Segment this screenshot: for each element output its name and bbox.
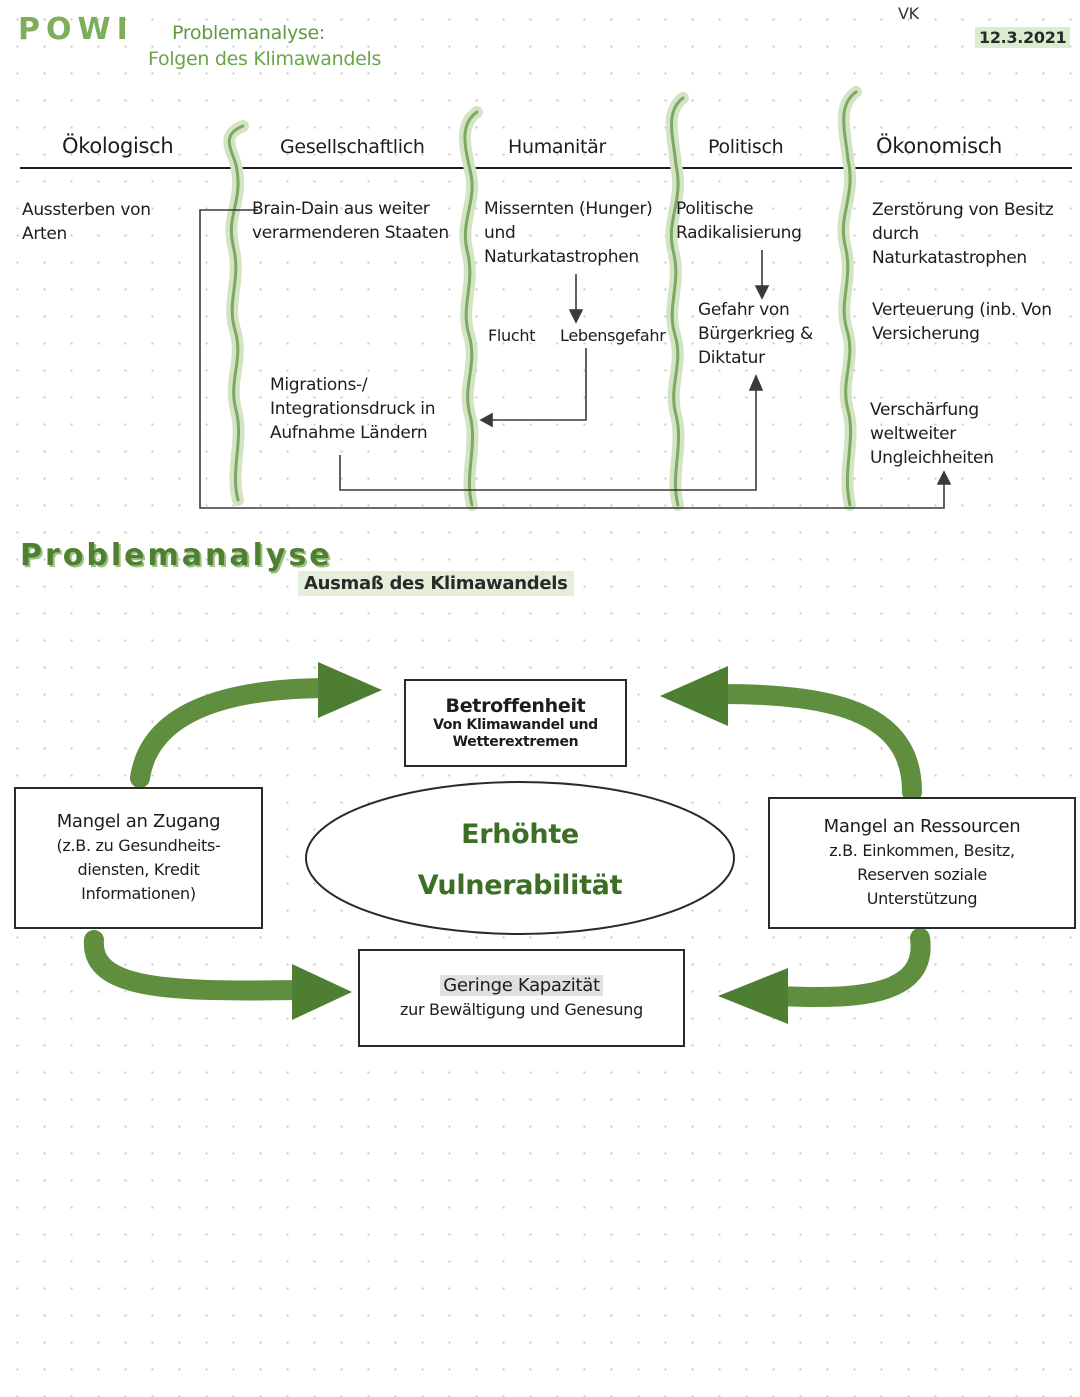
column-heading-oekologisch: Ökologisch: [62, 134, 174, 158]
box-mangel-ressourcen: Mangel an Ressourcen z.B. Einkommen, Bes…: [768, 797, 1076, 929]
cell-ungleichheiten: Verschärfung weltweiter Ungleichheiten: [870, 400, 994, 468]
center-label: Erhöhte Vulnerabilität: [306, 790, 734, 930]
center-ellipse: [305, 781, 735, 935]
box-mangel-zugang: Mangel an Zugang (z.B. zu Gesundheits- d…: [14, 787, 263, 929]
cycle-arrow-top-right: [712, 684, 922, 802]
cell-lebensgefahr: Lebensgefahr: [560, 326, 666, 345]
cell-flucht: Flucht: [488, 326, 536, 345]
date-label: 12.3.2021: [975, 27, 1071, 48]
center-word-2: Vulnerabilität: [417, 870, 623, 901]
subject-logo: POWI: [18, 12, 134, 47]
cell-missernten: Missernten (Hunger) und Naturkatastrophe…: [484, 199, 653, 267]
cell-migrationsdruck: Migrations-/ Integrationsdruck in Aufnah…: [270, 375, 436, 443]
cell-aussterben: Aussterben von Arten: [22, 200, 151, 244]
column-heading-politisch: Politisch: [708, 136, 784, 158]
arrow-flucht-migration: [490, 348, 587, 421]
cell-verteuerung: Verteuerung (inb. Von Versicherung: [872, 300, 1052, 344]
connector-aussterben: [199, 209, 945, 509]
column-heading-gesellschaftlich: Gesellschaftlich: [280, 136, 425, 158]
cycle-arrow-bottom-left: [83, 930, 310, 1001]
section-title: Problemanalyse: [20, 538, 333, 573]
cycle-arrow-top-left: [130, 678, 340, 788]
box-mangel-zugang-title: Mangel an Zugang: [56, 811, 221, 832]
column-heading-humanitaer: Humanitär: [508, 136, 607, 158]
section-subtitle: Ausmaß des Klimawandels: [298, 571, 574, 596]
box-geringe-kapazitaet-text: zur Bewältigung und Genesung: [400, 1000, 643, 1019]
box-geringe-kapazitaet: Geringe Kapazität zur Bewältigung und Ge…: [358, 949, 685, 1047]
cell-brain-drain: Brain-Dain aus weiter verarmenderen Staa…: [252, 199, 449, 243]
box-mangel-ressourcen-title: Mangel an Ressourcen: [823, 816, 1021, 837]
page-subtitle: Folgen des Klimawandels: [148, 48, 382, 70]
center-word-1: Erhöhte: [461, 819, 579, 850]
box-betroffenheit-title: Betroffenheit: [445, 695, 586, 717]
box-betroffenheit: Betroffenheit Von Klimawandel und Wetter…: [404, 679, 627, 767]
box-mangel-ressourcen-text: z.B. Einkommen, Besitz, Reserven soziale…: [829, 841, 1015, 908]
author-initials: VK: [898, 4, 919, 23]
box-mangel-zugang-text: (z.B. zu Gesundheits- diensten, Kredit I…: [56, 836, 221, 903]
box-geringe-kapazitaet-title: Geringe Kapazität: [440, 974, 603, 998]
box-betroffenheit-text: Von Klimawandel und Wetterextremen: [433, 717, 598, 750]
page-title: Problemanalyse:: [172, 22, 326, 44]
arrow-migration-diktatur: [339, 388, 757, 491]
column-heading-oekonomisch: Ökonomisch: [876, 134, 1003, 158]
cell-buergerkrieg: Gefahr von Bürgerkrieg & Diktatur: [698, 300, 813, 368]
cell-zerstoerung: Zerstörung von Besitz durch Naturkatastr…: [872, 200, 1054, 268]
cycle-arrow-bottom-right: [770, 928, 931, 1008]
cell-radikalisierung: Politische Radikalisierung: [676, 199, 802, 243]
